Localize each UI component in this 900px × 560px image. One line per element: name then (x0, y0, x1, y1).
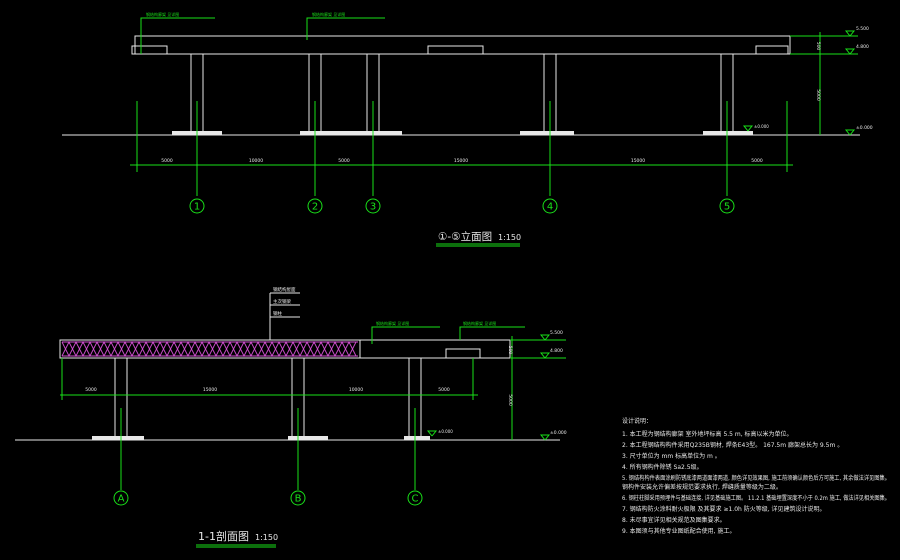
section-footings (92, 436, 430, 440)
axis-label: 3 (370, 202, 376, 213)
section-layer-labels: 钢结构屋面 主次钢梁 钢柱 (269, 286, 300, 340)
callout-leader-mid (306, 17, 385, 40)
axis-label: 5 (724, 202, 730, 213)
dim-text: 5000 (161, 158, 173, 164)
dim-text: 5000 (338, 158, 350, 164)
elevation-scale: 1:150 (498, 233, 521, 242)
height-dim-text: 5000 (507, 394, 513, 406)
level-top-text: 5.500 (550, 330, 563, 336)
axis-bubble-2 (307, 198, 323, 214)
beam-dim-text: 500 (507, 346, 513, 355)
dim-text: 5000 (751, 158, 763, 164)
note-line: 4. 所有钢构件除锈 Sa2.5级。 (622, 463, 703, 471)
level-ground-text: ±0.000 (550, 430, 567, 436)
footing-2-3 (300, 131, 402, 135)
elevation-view: 钢结构廊架 见详图 钢结构廊架 见详图 5000 10000 5000 1500… (62, 11, 873, 247)
beam-end-left (131, 45, 168, 55)
note-line: 7. 钢结构防火涂料耐火极限 及其要求 ≥1.0h 防火等级, 详见建筑设计说明… (622, 505, 826, 513)
section-beam (359, 339, 511, 359)
level-ground-text: ±0.000 (856, 125, 873, 131)
level-top-text: 5.500 (856, 26, 869, 32)
footing-B (288, 436, 328, 440)
section-view: 钢结构屋面 主次钢梁 钢柱 钢结构廊架 见详图 钢结构廊架 见详图 5000 1… (15, 286, 567, 548)
elevation-callouts: 钢结构廊架 见详图 钢结构廊架 见详图 (140, 11, 385, 54)
elevation-grid-lines (136, 101, 788, 196)
notes-heading: 设计说明： (622, 417, 652, 425)
elevation-title: ①-⑤立面图 (438, 230, 492, 243)
layer-label: 钢结构屋面 (273, 286, 296, 293)
section-grid-lines: 5000 15000 10000 5000 (60, 358, 478, 490)
level-mid-text: 4.800 (856, 44, 869, 50)
level-mid-text: 4.800 (550, 348, 563, 354)
dim-text: 5000 (438, 387, 450, 393)
elevation-level-marks: 500 5000 5.500 4.800 ±0.000 ±0.000 (742, 26, 873, 136)
dim-text: 5000 (85, 387, 97, 393)
dim-text: 10000 (349, 387, 363, 393)
elevation-footings (172, 131, 753, 135)
section-columns (114, 357, 422, 441)
axis-label: A (118, 494, 125, 505)
axis-bubble-A (113, 490, 129, 506)
callout-leader-left (371, 326, 440, 344)
dim-text: 15000 (631, 158, 645, 164)
truss-roof (59, 339, 361, 359)
footing-5 (703, 131, 753, 135)
section-callouts: 钢结构廊架 见详图 钢结构廊架 见详图 (371, 320, 525, 344)
note-line: 5. 钢结构构件表面涂刷防锈底漆两道面漆两道, 颜色详见效果图, 施工前须确认颜… (622, 474, 890, 482)
section-axis-bubbles: A B C (113, 490, 423, 506)
beam-insert-mid (427, 45, 484, 55)
elevation-title-block: ①-⑤立面图 1:150 (436, 230, 521, 247)
truss-web-reverse (61, 340, 357, 358)
dim-text: 15000 (203, 387, 217, 393)
level-ground-small: ±0.000 (754, 124, 769, 129)
footing-4 (520, 131, 574, 135)
design-notes: 设计说明： 1. 本工程为钢结构廊架 室外地坪标高 5.5 m, 标高以米为单位… (622, 417, 890, 535)
note-line: 1. 本工程为钢结构廊架 室外地坪标高 5.5 m, 标高以米为单位。 (622, 430, 793, 438)
axis-label: 1 (194, 202, 200, 213)
axis-bubble-4 (542, 198, 558, 214)
dim-text: 15000 (454, 158, 468, 164)
note-line: 9. 本图须与其他专业图纸配合使用, 施工。 (622, 527, 735, 535)
axis-label: 4 (547, 202, 553, 213)
height-dim-text: 5000 (815, 89, 821, 101)
note-line: 8. 未尽事宜详见相关规范及图集要求。 (622, 516, 726, 524)
axis-bubble-C (407, 490, 423, 506)
callout-leader-left (140, 17, 215, 54)
note-line: 3. 尺寸单位为 mm 标高单位为 m 。 (622, 452, 721, 460)
axis-bubble-5 (719, 198, 735, 214)
section-level-marks: 500 5000 5.500 4.800 ±0.000 ±0.000 (426, 330, 567, 441)
axis-bubble-3 (365, 198, 381, 214)
section-title-block: 1-1剖面图 1:150 (196, 529, 278, 548)
callout-text-left: 钢结构廊架 见详图 (146, 11, 179, 17)
section-beam-insert (445, 348, 481, 359)
beam-end-right (755, 45, 789, 55)
section-title: 1-1剖面图 (198, 529, 249, 543)
callout-text-mid: 钢结构廊架 见详图 (312, 11, 345, 17)
axis-label: 2 (312, 202, 318, 213)
axis-label: B (295, 494, 302, 505)
axis-bubble-B (290, 490, 306, 506)
elevation-dimension-chain: 5000 10000 5000 15000 15000 5000 (130, 158, 793, 166)
section-scale: 1:150 (255, 533, 278, 542)
footing-C (404, 436, 430, 440)
truss-web (61, 340, 357, 358)
footing-A (92, 436, 144, 440)
callout-text-left: 钢结构廊架 见详图 (376, 320, 409, 326)
beam-dim-text: 500 (815, 42, 821, 51)
layer-label: 主次钢梁 (273, 298, 291, 305)
note-line: 钢构件安装允许偏差按规范要求执行, 焊缝质量等级为二级。 (622, 483, 782, 491)
callout-leader-right (459, 326, 525, 340)
note-line: 6. 钢柱柱脚采用预埋件与基础连接, 详见基础施工图。 11.2.1 基础埋置深… (622, 494, 890, 502)
level-ground-small: ±0.000 (438, 429, 453, 434)
callout-text-right: 钢结构廊架 见详图 (463, 320, 496, 326)
dim-text: 10000 (249, 158, 263, 164)
elevation-columns (190, 53, 734, 136)
axis-label: C (412, 494, 419, 505)
elevation-axis-bubbles: 1 2 3 4 5 (189, 198, 735, 214)
roof-beam (134, 35, 791, 55)
axis-bubble-1 (189, 198, 205, 214)
layer-label: 钢柱 (273, 310, 282, 317)
note-line: 2. 本工程钢结构构件采用Q235B钢材, 焊条E43型。 167.5m 廊架总… (622, 441, 843, 449)
